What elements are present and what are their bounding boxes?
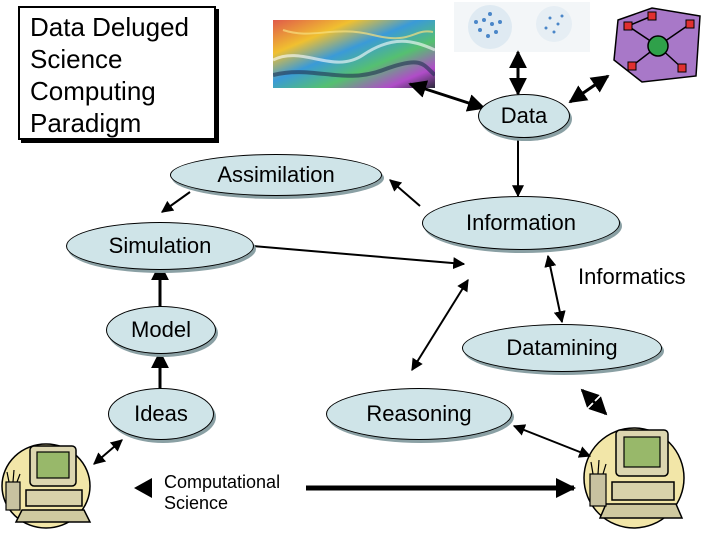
- arrow-computer-ideas: [93, 439, 123, 465]
- network-graph-image: [613, 7, 701, 83]
- node-information: Information: [422, 196, 620, 250]
- computational-science-line2: Science: [164, 493, 229, 513]
- computational-science-line1: Computational: [164, 472, 281, 492]
- cell-dish-image: [454, 2, 590, 52]
- node-ideas-label: Ideas: [134, 401, 188, 426]
- node-assimilation-label: Assimilation: [217, 162, 335, 187]
- node-datamining-label: Datamining: [506, 335, 618, 360]
- title-line-4: Paradigm: [30, 108, 142, 138]
- label-informatics: Informatics: [578, 264, 686, 289]
- node-datamining: Datamining: [462, 324, 662, 372]
- arrow-information-datamining: [544, 254, 566, 324]
- arrowhead-computational-left: [134, 478, 152, 498]
- node-model: Model: [106, 306, 216, 354]
- arrow-satellite-data: [408, 80, 486, 112]
- computer-left-icon: [1, 443, 92, 529]
- arrow-assimilation-simulation: [161, 191, 191, 213]
- arrow-datamining-computer: [580, 388, 608, 416]
- node-data-label: Data: [500, 103, 548, 128]
- arrow-network-data: [568, 74, 610, 104]
- title-line-3: Computing: [30, 76, 156, 106]
- node-assimilation: Assimilation: [170, 154, 382, 196]
- node-reasoning-label: Reasoning: [366, 401, 472, 426]
- computer-right-icon: [583, 427, 685, 529]
- computational-science-label: Computational Science: [164, 472, 280, 514]
- title-box: Data Deluged Science Computing Paradigm: [18, 6, 216, 140]
- node-data: Data: [478, 94, 570, 138]
- node-model-label: Model: [131, 317, 191, 342]
- arrow-information-assimilation: [389, 179, 421, 207]
- node-ideas: Ideas: [108, 388, 214, 440]
- node-simulation-label: Simulation: [108, 233, 212, 258]
- node-information-label: Information: [465, 210, 577, 235]
- arrow-reasoning-information: [411, 278, 469, 372]
- title-line-1: Data Deluged: [30, 12, 189, 42]
- title-line-2: Science: [30, 44, 123, 74]
- arrow-reasoning-computer: [512, 424, 592, 458]
- node-simulation: Simulation: [66, 222, 254, 270]
- node-reasoning: Reasoning: [326, 388, 512, 440]
- arrow-simulation-reasoning: [251, 245, 466, 270]
- satellite-map-image: [273, 20, 435, 88]
